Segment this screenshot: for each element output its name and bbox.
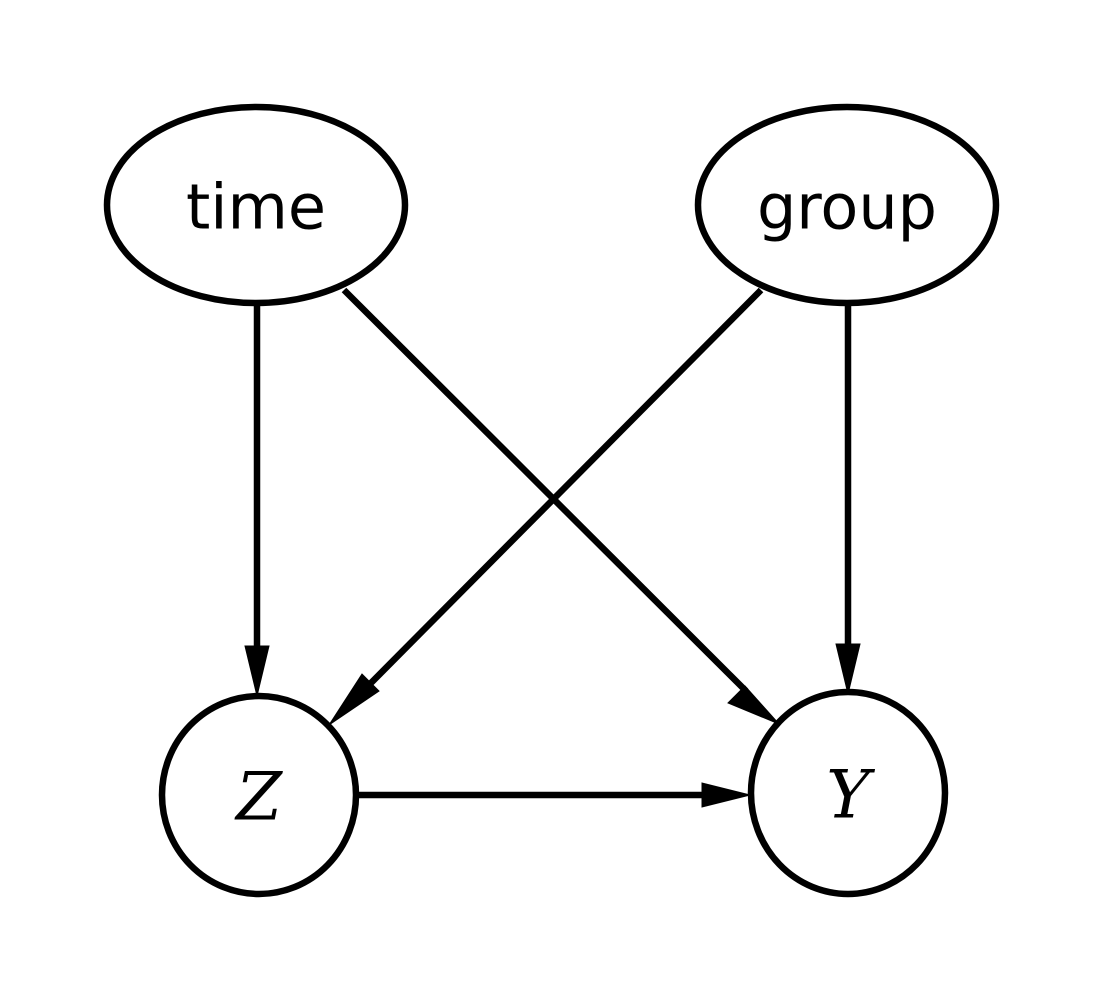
node-Z[interactable]: Z — [158, 692, 360, 898]
edge-line-time-to-Y — [341, 287, 749, 694]
node-group-ellipse — [694, 103, 1000, 307]
node-Y[interactable]: Y — [747, 688, 949, 898]
edge-time-to-Z[interactable] — [244, 303, 270, 697]
edge-Z-to-Y[interactable] — [357, 782, 751, 808]
arrowhead-group-to-Y — [835, 643, 861, 695]
edge-line-group-to-Z — [359, 287, 764, 695]
arrowhead-time-to-Y — [727, 685, 780, 725]
arrowhead-group-to-Z — [328, 673, 380, 726]
node-time-ellipse — [103, 103, 409, 307]
node-time-label: time — [186, 171, 326, 244]
node-time[interactable]: time — [103, 103, 409, 307]
node-Z-circle — [158, 692, 360, 898]
node-group: time group Z Y — [103, 103, 1000, 898]
edge-group-to-Z[interactable] — [328, 287, 764, 726]
node-Z-label: Z — [234, 759, 283, 836]
arrowhead-Z-to-Y — [701, 782, 751, 808]
edge-group-to-Y[interactable] — [835, 303, 861, 695]
edge-group — [244, 287, 861, 808]
arrowhead-time-to-Z — [244, 645, 270, 697]
node-Y-label: Y — [826, 757, 875, 834]
node-group-var[interactable]: group — [694, 103, 1000, 307]
node-Y-circle — [747, 688, 949, 898]
edge-time-to-Y[interactable] — [341, 287, 780, 725]
node-group-label: group — [757, 171, 937, 244]
